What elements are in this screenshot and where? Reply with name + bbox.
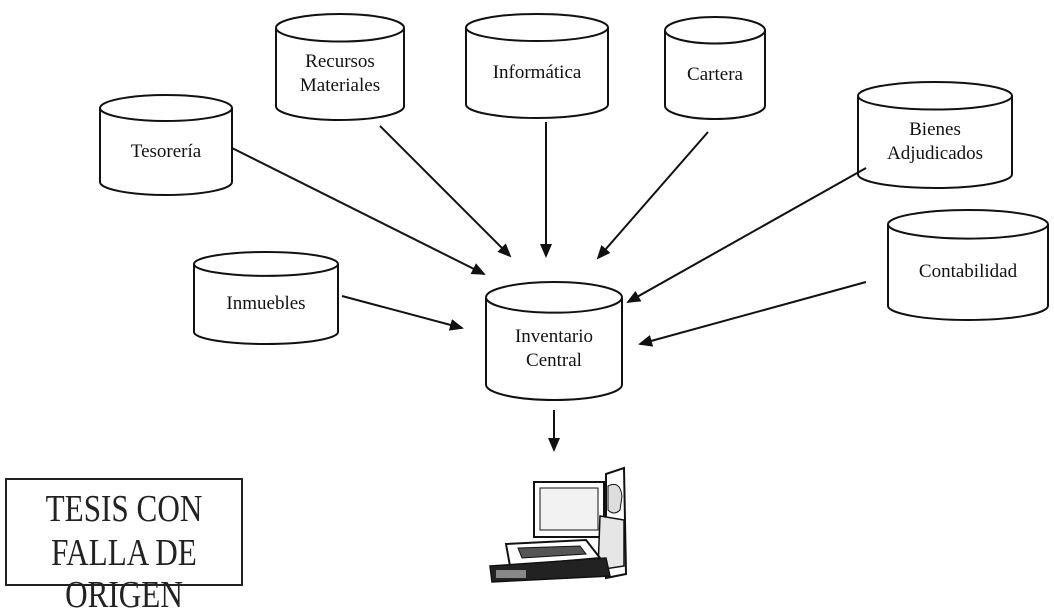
cylinder-contabilidad — [887, 209, 1049, 321]
label-line: Tesorería — [130, 140, 202, 162]
arrow — [231, 147, 486, 275]
label-tesoreria: Tesorería — [131, 140, 201, 164]
cylinder-cartera — [664, 16, 766, 120]
cylinder-bienes-adjudicados — [857, 81, 1013, 189]
label-line: Adjudicados — [886, 142, 984, 164]
label-line: Informática — [492, 61, 582, 83]
label-inmuebles: Inmuebles — [226, 292, 305, 316]
cylinder-informatica — [465, 13, 609, 119]
label-cartera: Cartera — [687, 63, 743, 87]
stamp-line-1: TESIS CON — [45, 488, 203, 530]
cylinder-recursos-materiales — [275, 13, 405, 121]
cylinder-inmuebles — [193, 250, 339, 345]
label-line: Inmuebles — [226, 292, 306, 314]
user-at-computer-icon — [489, 466, 628, 583]
stamp-line-2: FALLA DE ORIGEN — [51, 532, 197, 616]
label-line: Bienes — [909, 118, 961, 140]
arrow — [596, 131, 709, 260]
stamp-box: TESIS CON FALLA DE ORIGEN — [5, 478, 243, 616]
label-contabilidad: Contabilidad — [919, 260, 1017, 284]
arrow — [341, 295, 464, 331]
cylinder-tesoreria — [99, 94, 233, 196]
arrow — [626, 167, 867, 303]
label-line: Contabilidad — [918, 261, 1018, 283]
label-line: Recursos — [305, 50, 375, 72]
cylinder-inventario-central — [485, 281, 623, 401]
label-informatica: Informática — [493, 61, 582, 85]
flow-diagram — [99, 13, 1049, 583]
arrow — [638, 281, 867, 347]
label-line: Inventario — [514, 325, 594, 347]
label-line: Materiales — [299, 74, 381, 96]
label-line: Cartera — [687, 63, 743, 85]
arrow — [379, 125, 512, 258]
label-line: Central — [526, 349, 582, 371]
